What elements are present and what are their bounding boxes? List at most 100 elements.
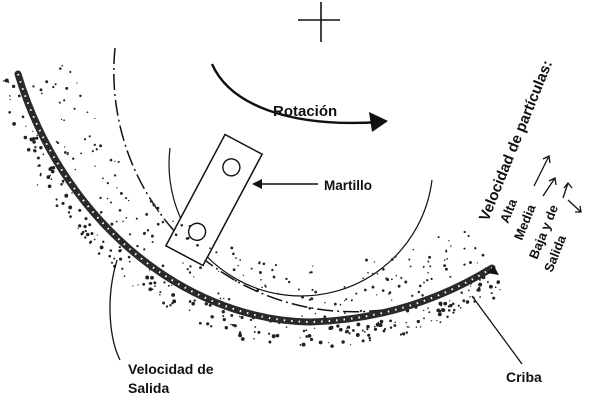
particle-dot [343,285,346,288]
particle-dot [423,317,425,320]
particle-dot [189,265,192,268]
particle-field-inner [3,78,501,348]
particle-dot [163,281,166,284]
particle-dot [430,320,433,322]
particle-dot [89,240,93,243]
particle-dot [109,201,113,204]
particle-dot [149,281,153,285]
particle-dot [161,220,165,224]
particle-dot [52,85,55,89]
particle-dot [113,174,117,177]
arrow-high-icon [533,155,551,187]
particle-dot [145,275,150,280]
particle-dot [401,332,406,336]
particle-dot [142,232,146,235]
particle-dot [182,262,184,264]
particle-dot [94,117,96,120]
particle-dot [71,192,73,194]
particle-dot [465,300,470,304]
particle-dot [349,344,352,346]
particle-dot [366,328,369,331]
particle-dot [492,296,496,300]
particle-dot [364,331,366,333]
particle-dot [449,275,452,278]
particle-dot [309,271,311,274]
particle-dot [66,86,68,89]
particle-dot [362,277,364,280]
particle-dot [383,327,387,331]
particle-dot [394,321,396,323]
particle-dot [430,277,433,281]
particle-dot [26,147,31,152]
particle-dot [240,315,244,320]
particle-dot [397,284,401,288]
particle-dot [333,302,337,306]
particle-dot [64,151,67,154]
particle-dot [422,265,425,268]
particle-dot [463,230,466,234]
particle-dot [261,286,263,289]
particle-dot [368,339,372,342]
particle-dot [88,223,92,227]
particle-dot [35,136,39,140]
particle-dot [329,325,334,330]
particle-dot [33,149,35,151]
particle-dot [445,250,448,253]
particle-dot [330,344,334,348]
particle-dot [188,271,192,274]
particle-dot [411,294,414,297]
particle-dot [151,288,154,291]
particle-dot [69,215,72,218]
particle-dot [12,122,16,126]
particle-dot [23,135,28,140]
particle-dot [459,306,462,309]
particle-dot [394,255,397,258]
particle-dot [438,301,443,306]
particle-dot [361,329,364,332]
particle-dot [377,321,380,324]
particle-dot [191,301,196,306]
particle-dot [239,315,241,318]
particle-dot [63,99,66,102]
particle-dot [367,271,369,274]
particle-dot [90,232,94,235]
particle-dot [79,94,82,98]
particle-dot [313,327,316,330]
exit-velocity-label-line1: Velocidad de [128,361,214,377]
particle-dot [210,325,213,328]
particle-dot [34,146,37,149]
particle-dot [382,329,386,333]
particle-dot [113,257,116,260]
particle-dot [436,319,438,322]
particle-dot [137,284,139,286]
particle-dot [3,80,5,82]
particle-dot [346,325,351,329]
particle-dot [118,249,122,253]
particle-dot [101,177,104,180]
particle-dot [443,259,446,261]
particle-dot [230,313,234,317]
particle-dot [274,264,277,267]
particle-dot [204,259,207,262]
particle-dot [494,286,497,289]
exit-velocity-leader [109,259,121,361]
particle-dot [102,240,105,243]
particle-dot [25,125,27,127]
particle-dot [440,304,443,307]
particle-dot [116,187,118,189]
particle-dot [376,273,379,275]
particle-dot [339,303,342,306]
screen-label: Criba [506,369,542,385]
particle-dot [145,212,149,216]
particle-dot [39,172,42,175]
particle-dot [153,281,157,285]
particle-dot [399,333,402,336]
particle-dot [345,329,349,334]
particle-dot [262,262,266,266]
particle-dot [365,258,368,262]
particle-dot [305,335,309,338]
particle-dot [373,325,376,328]
particle-dot [382,268,385,271]
particle-dot [427,307,429,309]
particle-dot [78,224,82,228]
